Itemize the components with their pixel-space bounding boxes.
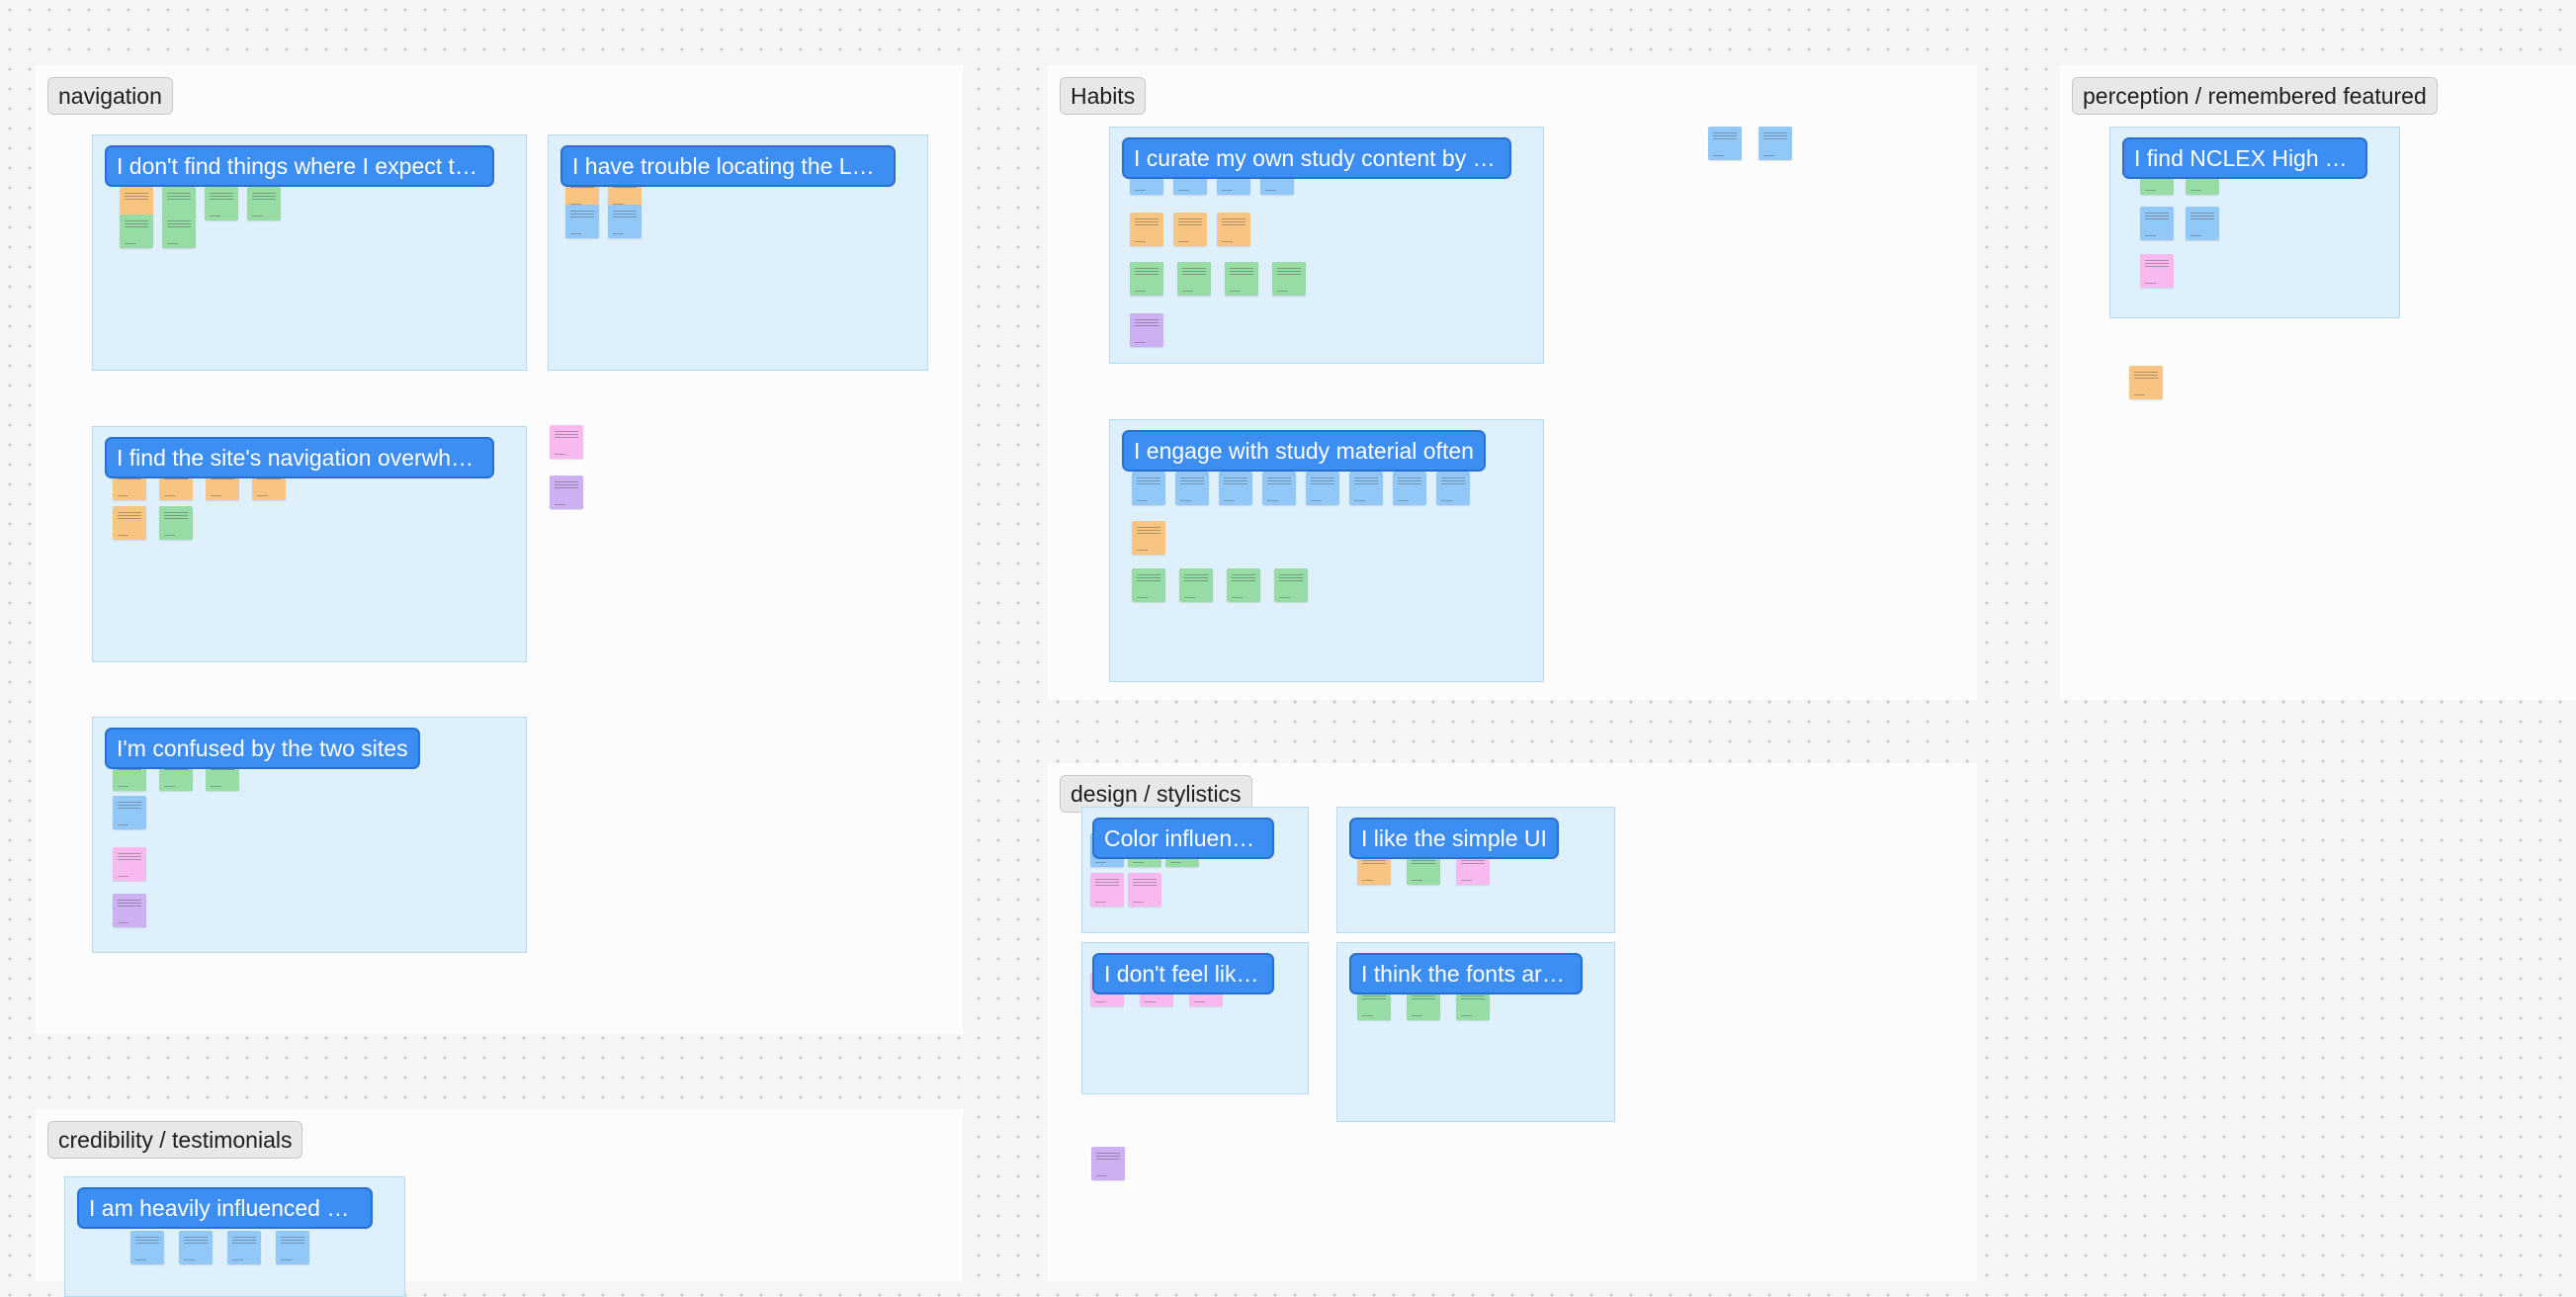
sticky-note[interactable]	[1130, 262, 1163, 296]
cluster-title[interactable]: I have trouble locating the Login	[560, 145, 896, 187]
sticky-note[interactable]	[205, 187, 238, 220]
cluster-title[interactable]: I find NCLEX High Yiel...	[2122, 137, 2367, 179]
sticky-note[interactable]	[1262, 472, 1296, 505]
cluster-title[interactable]: Color influence...	[1092, 818, 1274, 859]
sticky-note[interactable]	[179, 1231, 213, 1264]
cluster-design-simple[interactable]: I like the simple UI	[1336, 807, 1615, 933]
sticky-note[interactable]	[113, 894, 146, 927]
sticky-note[interactable]	[2129, 366, 2163, 399]
sticky-note[interactable]	[2186, 207, 2219, 240]
cluster-title[interactable]: I am heavily influenced by ...	[77, 1187, 373, 1229]
sticky-note[interactable]	[550, 425, 583, 459]
sticky-note[interactable]	[1225, 262, 1258, 296]
sticky-note[interactable]	[2140, 254, 2174, 288]
cluster-cred-influenced[interactable]: I am heavily influenced by ...	[64, 1176, 405, 1297]
sticky-note[interactable]	[1272, 262, 1306, 296]
cluster-nav-overwhelm[interactable]: I find the site's navigation overwhel...	[92, 426, 527, 662]
cluster-design-dont-feel[interactable]: I don't feel like ...	[1081, 942, 1309, 1094]
cluster-title[interactable]: I find the site's navigation overwhel...	[105, 437, 494, 478]
cluster-design-color[interactable]: Color influence...	[1081, 807, 1309, 933]
sticky-note[interactable]	[550, 476, 583, 509]
sticky-note[interactable]	[1175, 472, 1209, 505]
sticky-note[interactable]	[1091, 1147, 1125, 1180]
sticky-note[interactable]	[1436, 472, 1470, 505]
sticky-note[interactable]	[1227, 568, 1260, 602]
sticky-note[interactable]	[227, 1231, 261, 1264]
sticky-note[interactable]	[1090, 873, 1124, 907]
cluster-nav-login[interactable]: I have trouble locating the Login	[548, 134, 928, 371]
sticky-note[interactable]	[565, 205, 599, 238]
sticky-note[interactable]	[113, 506, 146, 540]
section-credibility[interactable]: credibility / testimonials I am heavily …	[36, 1109, 963, 1297]
sticky-note[interactable]	[113, 847, 146, 881]
sticky-note[interactable]	[247, 187, 281, 220]
section-perception[interactable]: perception / remembered featured I find …	[2060, 65, 2576, 700]
sticky-note[interactable]	[1708, 127, 1742, 160]
sticky-note[interactable]	[1132, 472, 1165, 505]
sticky-note[interactable]	[1306, 472, 1339, 505]
sticky-note[interactable]	[1177, 262, 1211, 296]
sticky-note[interactable]	[1274, 568, 1308, 602]
cluster-title[interactable]: I think the fonts aren...	[1349, 953, 1583, 994]
section-label[interactable]: Habits	[1060, 77, 1147, 115]
section-design[interactable]: design / stylistics Color influence... I…	[1048, 763, 1977, 1281]
section-label[interactable]: credibility / testimonials	[47, 1121, 303, 1159]
sticky-note[interactable]	[608, 205, 642, 238]
sticky-note[interactable]	[1132, 521, 1165, 555]
cluster-nav-two-sites[interactable]: I'm confused by the two sites	[92, 717, 527, 953]
cluster-title[interactable]: I'm confused by the two sites	[105, 728, 420, 769]
cluster-title[interactable]: I curate my own study content by c...	[1122, 137, 1511, 179]
sticky-note[interactable]	[1128, 873, 1161, 907]
sticky-note[interactable]	[1759, 127, 1792, 160]
sticky-note[interactable]	[120, 215, 153, 248]
sticky-note[interactable]	[1349, 472, 1383, 505]
sticky-note[interactable]	[1130, 213, 1163, 246]
cluster-title[interactable]: I like the simple UI	[1349, 818, 1559, 859]
cluster-title[interactable]: I engage with study material often	[1122, 430, 1486, 472]
sticky-note[interactable]	[1179, 568, 1213, 602]
sticky-note[interactable]	[1130, 313, 1163, 347]
sticky-note[interactable]	[1217, 213, 1250, 246]
sticky-note[interactable]	[162, 215, 196, 248]
sticky-note[interactable]	[2140, 207, 2174, 240]
section-label[interactable]: design / stylistics	[1060, 775, 1252, 813]
section-label[interactable]: navigation	[47, 77, 173, 115]
sticky-note[interactable]	[159, 506, 193, 540]
cluster-title[interactable]: I don't find things where I expect th...	[105, 145, 494, 187]
section-navigation[interactable]: navigation I don't find things where I e…	[36, 65, 963, 1034]
sticky-note[interactable]	[1173, 213, 1207, 246]
sticky-note[interactable]	[113, 796, 146, 829]
sticky-note[interactable]	[276, 1231, 309, 1264]
section-habits[interactable]: Habits I curate my own study content by …	[1048, 65, 1977, 700]
cluster-habits-engage[interactable]: I engage with study material often	[1109, 419, 1544, 682]
cluster-nav-expect[interactable]: I don't find things where I expect th...	[92, 134, 527, 371]
cluster-design-fonts[interactable]: I think the fonts aren...	[1336, 942, 1615, 1122]
sticky-note[interactable]	[1393, 472, 1426, 505]
cluster-perception-nclex[interactable]: I find NCLEX High Yiel...	[2109, 127, 2400, 318]
sticky-note[interactable]	[1132, 568, 1165, 602]
cluster-habits-curate[interactable]: I curate my own study content by c...	[1109, 127, 1544, 364]
section-label[interactable]: perception / remembered featured	[2072, 77, 2438, 115]
sticky-note[interactable]	[1219, 472, 1252, 505]
sticky-note[interactable]	[130, 1231, 164, 1264]
cluster-title[interactable]: I don't feel like ...	[1092, 953, 1274, 994]
